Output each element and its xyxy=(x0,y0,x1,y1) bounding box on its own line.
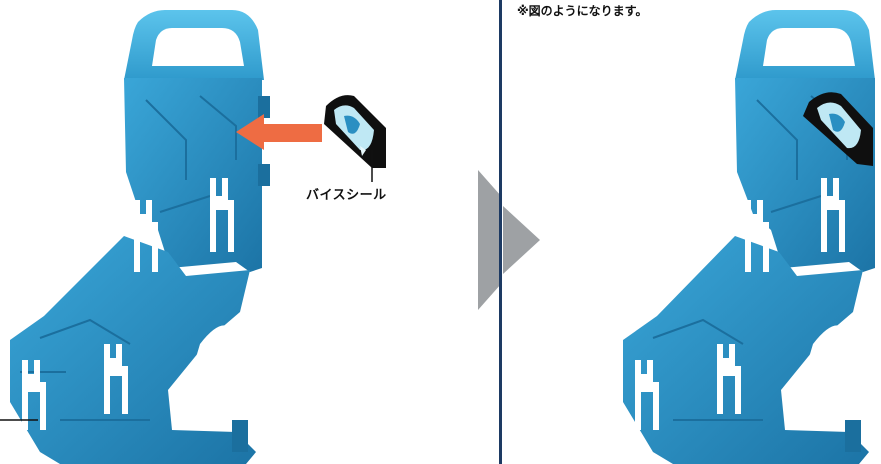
before-illustration xyxy=(0,10,500,464)
after-panel: ※図のようになります。 xyxy=(503,0,881,464)
arrow-left-icon xyxy=(236,114,322,150)
applied-vice-seal xyxy=(803,92,873,166)
panel-divider xyxy=(499,0,502,464)
triangle-right-icon xyxy=(478,170,500,310)
before-panel: バイスシール xyxy=(0,10,500,464)
vice-seal-sticker xyxy=(324,95,386,168)
part-body-assembled xyxy=(623,10,875,464)
triangle-right-icon-tip xyxy=(503,206,540,274)
seal-label: バイスシール xyxy=(306,188,387,203)
result-note: ※図のようになります。 xyxy=(517,4,648,18)
after-illustration xyxy=(503,10,875,464)
part-body xyxy=(10,10,270,464)
